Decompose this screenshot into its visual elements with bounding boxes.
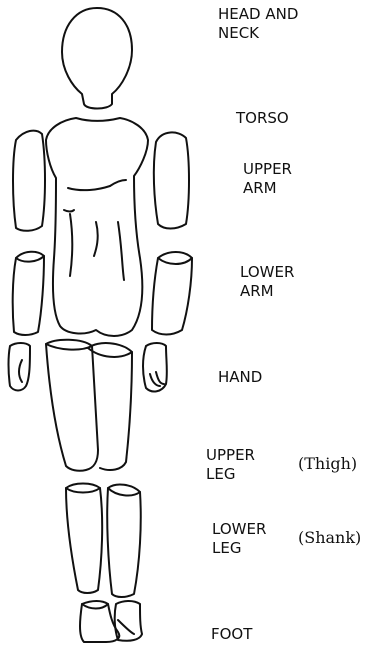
upper-leg-segment xyxy=(46,340,132,471)
torso-detail-line-4 xyxy=(64,210,74,212)
lower-arm-left-cap xyxy=(16,256,44,262)
upper-arm-left-outline xyxy=(13,131,45,231)
lower-arm-right-cap xyxy=(158,258,192,264)
label-head-and-neck: HEAD AND NECK xyxy=(218,5,298,43)
upper-arm-segment xyxy=(13,131,189,231)
lower-leg-left-top xyxy=(66,488,100,493)
label-upper-arm: UPPER ARM xyxy=(243,160,292,198)
label-lower-leg-line-2: LEG xyxy=(212,539,266,558)
label-upper-leg: UPPER LEG xyxy=(206,446,255,484)
label-upper-arm-line-2: ARM xyxy=(243,179,292,198)
hand-left-finger xyxy=(19,360,22,382)
label-head-and-neck-line-1: HEAD AND xyxy=(218,5,298,24)
lower-leg-left-outline xyxy=(66,484,102,594)
head-and-neck-segment xyxy=(62,8,132,109)
label-upper-arm-line-1: UPPER xyxy=(243,160,292,179)
torso-detail-chest-right xyxy=(110,180,126,186)
label-foot-line-1: FOOT xyxy=(211,625,252,644)
lower-leg-right-outline xyxy=(107,485,141,597)
hand-right-fingers xyxy=(150,372,164,386)
label-lower-leg: LOWER LEG xyxy=(212,520,266,558)
torso-segment xyxy=(46,118,148,336)
torso-detail-chest xyxy=(68,186,110,190)
foot-left-cap xyxy=(82,604,108,609)
hand-segment xyxy=(9,343,167,391)
torso-detail-line-2 xyxy=(94,222,98,256)
label-lower-leg-line-1: LOWER xyxy=(212,520,266,539)
label-lower-leg-alt: (Shank) xyxy=(298,528,361,547)
label-torso-line-1: TORSO xyxy=(236,109,289,128)
label-upper-leg-line-1: UPPER xyxy=(206,446,255,465)
label-lower-arm-line-2: ARM xyxy=(240,282,294,301)
upper-leg-right-top xyxy=(88,348,132,357)
lower-leg-segment xyxy=(66,484,141,598)
torso-detail-line-3 xyxy=(118,222,124,280)
label-foot: FOOT xyxy=(211,625,252,644)
upper-leg-left-outline xyxy=(46,340,98,471)
lower-arm-segment xyxy=(13,252,192,335)
foot-segment xyxy=(80,601,142,642)
foot-right-toe xyxy=(118,620,134,634)
head-outline xyxy=(62,8,132,109)
label-lower-arm: LOWER ARM xyxy=(240,263,294,301)
label-hand: HAND xyxy=(218,368,262,387)
torso-detail-line-1 xyxy=(70,214,72,276)
upper-arm-right-outline xyxy=(154,132,189,228)
lower-arm-left-outline xyxy=(13,252,44,335)
label-upper-leg-alt: (Thigh) xyxy=(298,454,357,473)
label-lower-arm-line-1: LOWER xyxy=(240,263,294,282)
label-torso: TORSO xyxy=(236,109,289,128)
label-head-and-neck-line-2: NECK xyxy=(218,24,298,43)
label-upper-leg-line-2: LEG xyxy=(206,465,255,484)
label-hand-line-1: HAND xyxy=(218,368,262,387)
upper-leg-left-top xyxy=(46,344,92,350)
